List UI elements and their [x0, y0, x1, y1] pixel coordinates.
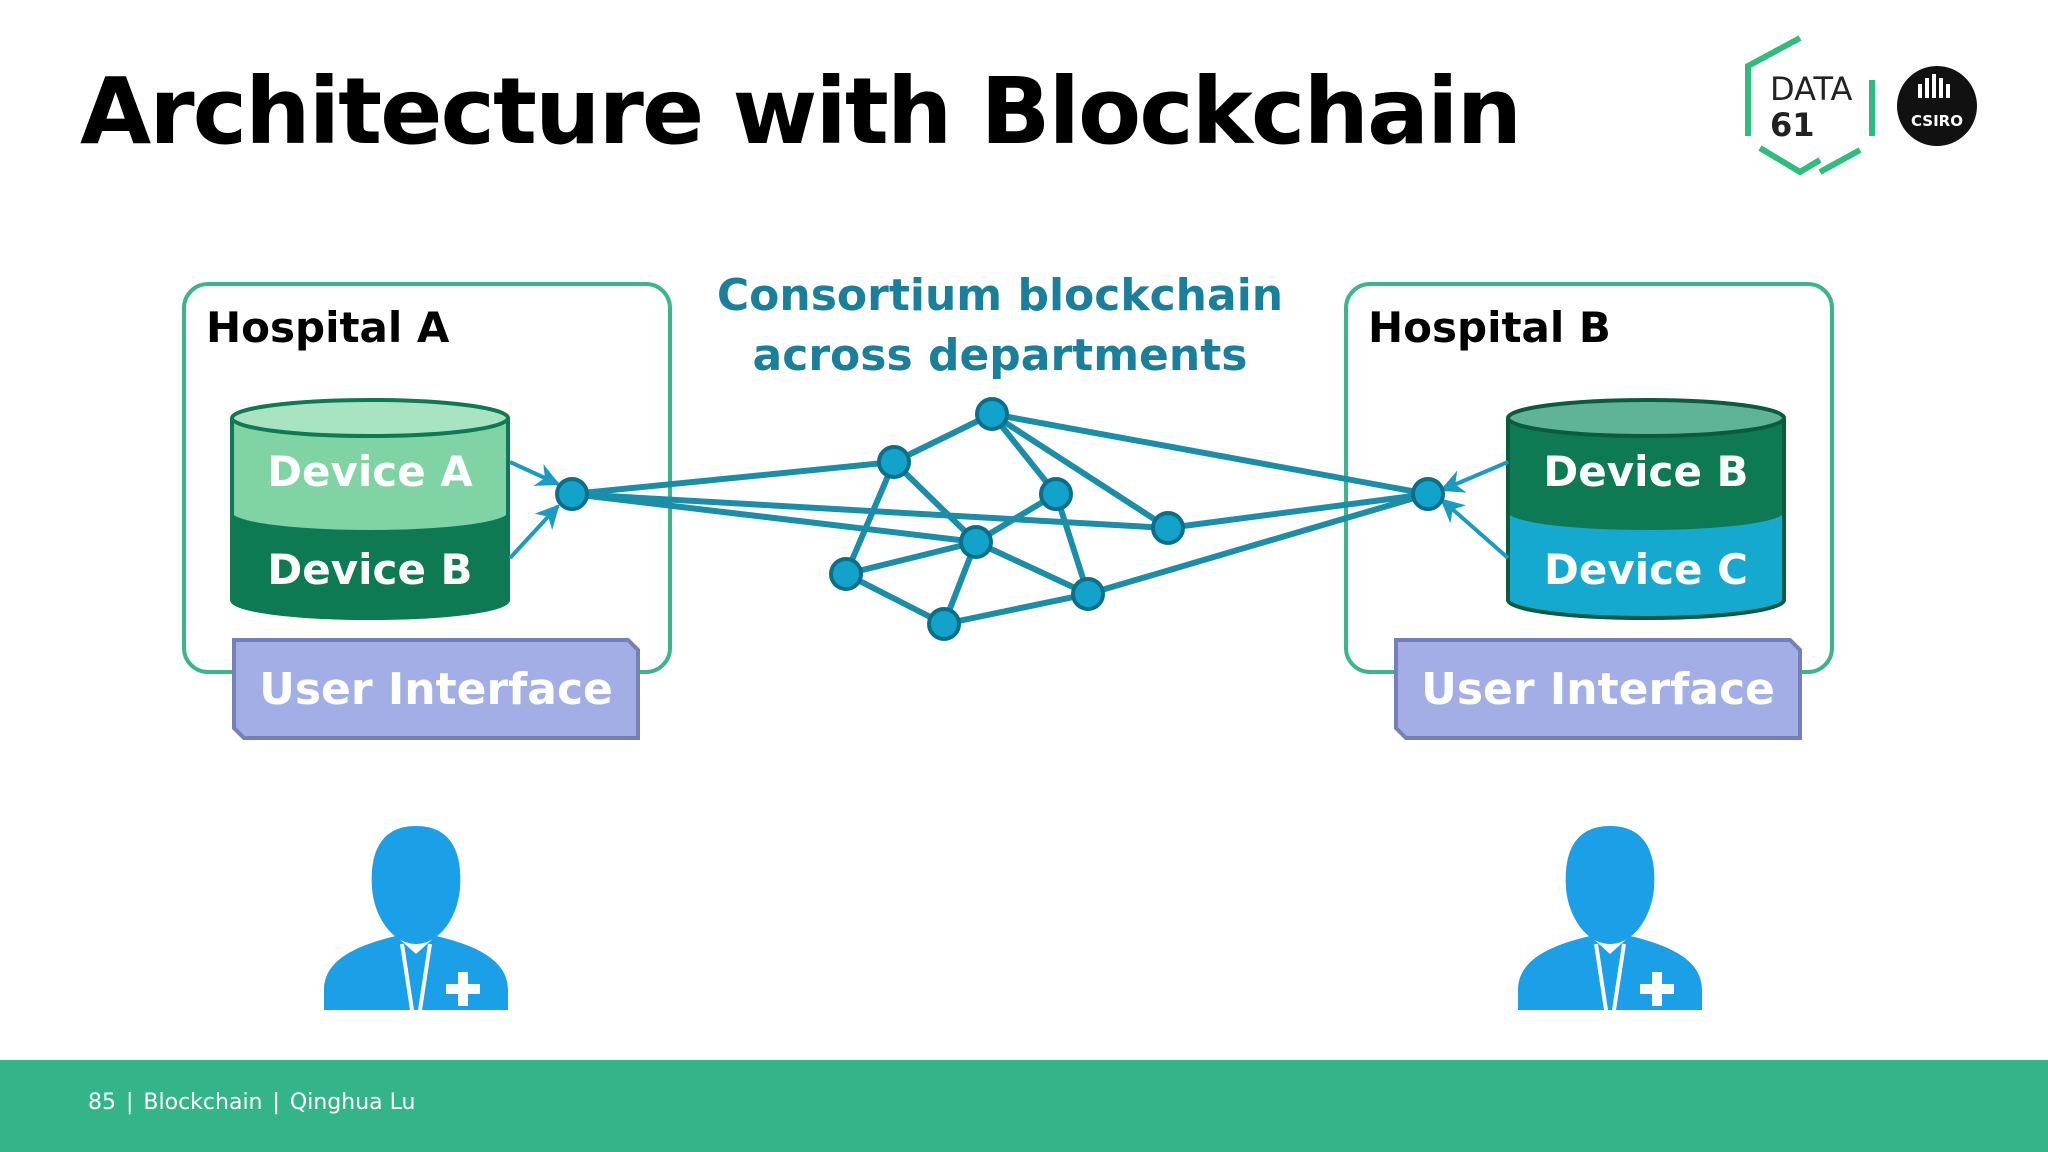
hospital-a-arrows	[508, 460, 561, 560]
hospital-b-label: Hospital B	[1368, 303, 1611, 352]
hospital-a-ui-label: User Interface	[259, 664, 613, 715]
network-nodes	[555, 397, 1445, 641]
footer-author: Qinghua Lu	[289, 1090, 416, 1115]
hospital-b-arrows	[1439, 460, 1510, 560]
hospital-a-label: Hospital A	[206, 303, 450, 352]
hospital-a-database: Device A Device B	[230, 398, 510, 620]
hospital-a-user-interface: User Interface	[232, 638, 640, 740]
hospital-a-device-bottom: Device B	[267, 545, 472, 594]
data61-number: 61	[1770, 106, 1815, 144]
slide-title: Architecture with Blockchain	[80, 58, 1522, 165]
footer-text: 85|Blockchain|Qinghua Lu	[88, 1090, 416, 1115]
network-label-line1: Consortium blockchain	[717, 270, 1283, 321]
footer-bar: 85|Blockchain|Qinghua Lu	[0, 1060, 2048, 1152]
csiro-logo: CSIRO	[1897, 66, 1977, 146]
csiro-text: CSIRO	[1911, 112, 1963, 130]
blockchain-network	[571, 411, 1429, 627]
hospital-b-device-bottom: Device C	[1544, 545, 1748, 594]
doctor-icon	[1518, 826, 1702, 1011]
hospital-b-device-top: Device B	[1543, 447, 1748, 496]
page-number: 85	[88, 1090, 116, 1115]
footer-topic: Blockchain	[143, 1090, 263, 1115]
hospital-b-ui-label: User Interface	[1421, 664, 1775, 715]
hospital-a-device-top: Device A	[267, 447, 473, 496]
network-label-line2: across departments	[753, 330, 1248, 381]
data61-logo: DATA 61	[1745, 35, 1875, 176]
hospital-b-user-interface: User Interface	[1394, 638, 1802, 740]
doctor-icon	[324, 826, 508, 1011]
hospital-b-database: Device B Device C	[1506, 398, 1786, 620]
data61-text: DATA	[1770, 70, 1853, 108]
